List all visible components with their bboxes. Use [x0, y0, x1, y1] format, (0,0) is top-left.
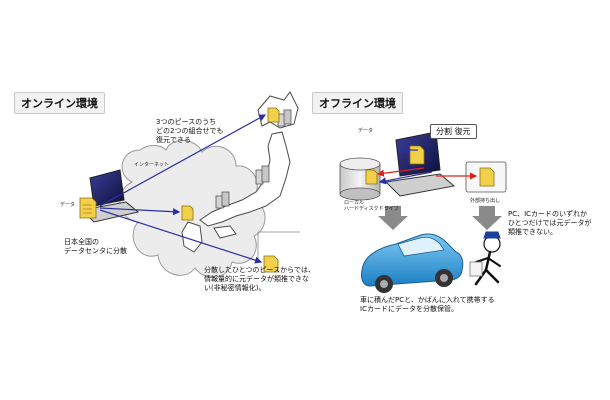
hard-disk-icon — [339, 157, 381, 201]
ic-note-line2: ひとつだけでは元データが — [508, 219, 592, 227]
local-hdd-label-line1: ローカル — [344, 200, 365, 206]
distribute-caption-line1: 日本全国の — [64, 238, 99, 246]
internet-label: インターネット — [134, 162, 170, 168]
pieces-note-line2: どの2つの組合せでも — [156, 127, 224, 135]
pieces-note-line3: 復元できる — [156, 136, 191, 144]
running-person-icon — [469, 231, 501, 286]
split-restore-callout: 分割 復元 — [430, 124, 477, 139]
source-data-document-icon — [79, 197, 97, 219]
car-icon — [361, 233, 464, 293]
ic-card-icon — [465, 161, 507, 193]
data-piece-icon — [181, 205, 194, 221]
single-piece-inset — [257, 231, 300, 273]
single-piece-note-line2: 情報量的に元データが類推できな — [204, 275, 309, 283]
distribution-arrows — [99, 114, 267, 264]
data-center-central — [255, 165, 270, 185]
hdd-data-piece-icon — [365, 169, 378, 185]
single-piece-note-line3: い(非秘密情報化)。 — [204, 284, 266, 292]
online-data-label: データ — [60, 202, 76, 208]
data-center-west — [215, 191, 230, 209]
ic-note-line1: PC、ICカードのいずれか — [508, 210, 588, 218]
offline-section-title: オフライン環境 — [312, 92, 403, 114]
offline-data-label: データ — [358, 128, 374, 134]
offline-source-document-icon — [409, 145, 425, 165]
down-arrow-icon — [378, 206, 408, 230]
ic-card-label: 外部持ち出し — [470, 198, 501, 204]
ic-note-line3: 類推できない。 — [508, 228, 557, 236]
online-section-title: オンライン環境 — [14, 92, 105, 114]
car-note-line2: ICカードにデータを分散保管。 — [360, 305, 458, 313]
distribute-caption-line2: データセンタに分散 — [64, 247, 127, 255]
offline-arrows — [376, 146, 478, 185]
pieces-note-line1: 3つのピースのうち — [156, 118, 217, 126]
car-note-line1: 車に積んだPCと、かばんに入れて携帯する — [360, 296, 495, 304]
local-hdd-label-line2: ハードディスクドライブ — [344, 206, 399, 212]
down-arrow-icon — [472, 206, 502, 230]
data-piece-icon — [267, 107, 280, 123]
single-piece-note-line1: 分散したひとつのピースからでは、 — [204, 266, 315, 274]
